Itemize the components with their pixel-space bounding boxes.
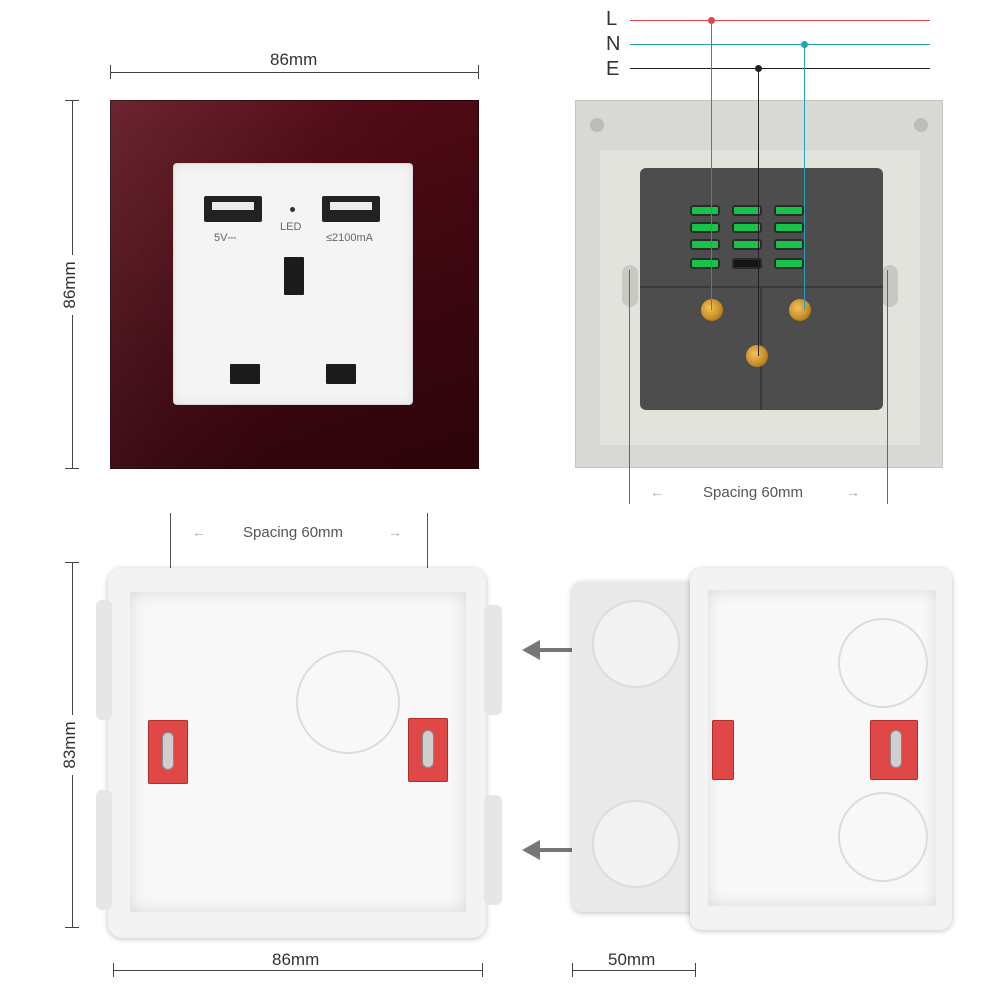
mount-hole-icon bbox=[914, 118, 928, 132]
live-pin-slot bbox=[230, 364, 260, 384]
dim-tick bbox=[110, 65, 111, 79]
back-spacing-label: Spacing 60mm bbox=[703, 484, 804, 501]
box-depth-label: 50mm bbox=[604, 950, 660, 970]
side-knockout bbox=[96, 790, 112, 910]
dim-tick bbox=[65, 468, 79, 469]
terminal-screw-l-icon[interactable] bbox=[701, 299, 723, 321]
dim-tick bbox=[478, 65, 479, 79]
side-knockout bbox=[96, 600, 112, 720]
bracket-slot bbox=[422, 730, 434, 768]
vent-slot bbox=[774, 239, 804, 250]
dim-tick bbox=[65, 100, 79, 101]
side-knockout bbox=[484, 795, 502, 905]
box-width-label: 86mm bbox=[268, 950, 324, 970]
vent-slot bbox=[732, 258, 762, 269]
wire-label-l: L bbox=[606, 8, 618, 30]
arrow-left-icon: ← bbox=[192, 524, 206, 540]
conduit-knockout bbox=[592, 800, 680, 888]
spacing-guide-right bbox=[887, 270, 888, 504]
usb-port-right[interactable] bbox=[322, 196, 380, 222]
vent-slot bbox=[690, 239, 720, 250]
usb-port-left[interactable] bbox=[204, 196, 262, 222]
spacing-guide-left bbox=[629, 270, 630, 504]
led-label: LED bbox=[280, 221, 302, 233]
panel-width-label: 86mm bbox=[266, 50, 322, 70]
arrow-left-icon bbox=[522, 640, 540, 660]
dim-tick bbox=[65, 562, 79, 563]
screw-bracket-right[interactable] bbox=[408, 718, 448, 782]
wire-e-horizontal bbox=[630, 68, 930, 69]
conduit-knockout bbox=[592, 600, 680, 688]
screw-bracket-left[interactable] bbox=[148, 720, 188, 784]
vent-slot bbox=[690, 222, 720, 233]
panel-height-label: 86mm bbox=[60, 255, 80, 315]
vent-slot bbox=[690, 258, 720, 269]
usb-port-inner bbox=[330, 202, 372, 210]
arrow-shaft bbox=[538, 848, 604, 852]
vent-slot bbox=[732, 205, 762, 216]
wire-l-vertical bbox=[711, 20, 712, 310]
knockout-circle bbox=[838, 792, 928, 882]
dim-line-box-width bbox=[113, 970, 483, 971]
arrow-left-icon bbox=[522, 840, 540, 860]
dim-line-top bbox=[110, 72, 479, 73]
wire-l-horizontal bbox=[630, 20, 930, 21]
vent-slot bbox=[732, 239, 762, 250]
dim-tick bbox=[572, 963, 573, 977]
vent-slot bbox=[774, 205, 804, 216]
wire-label-n: N bbox=[606, 33, 621, 55]
vent-slot bbox=[774, 222, 804, 233]
neutral-pin-slot bbox=[326, 364, 356, 384]
bracket-slot bbox=[162, 732, 174, 770]
usb-right-label: ≤2100mA bbox=[326, 232, 374, 244]
wire-junction-e-icon bbox=[755, 65, 762, 72]
wire-junction-n-icon bbox=[801, 41, 808, 48]
arrow-left-icon: ← bbox=[650, 484, 664, 500]
wire-n-vertical bbox=[804, 44, 805, 310]
wire-label-e: E bbox=[606, 58, 620, 80]
vent-slot bbox=[690, 205, 720, 216]
screw-bracket-left[interactable] bbox=[712, 720, 734, 780]
mount-slot bbox=[622, 265, 638, 307]
bracket-slot bbox=[890, 730, 902, 768]
knockout-circle bbox=[838, 618, 928, 708]
arrow-right-icon: → bbox=[846, 484, 860, 500]
terminal-screw-e-icon[interactable] bbox=[746, 345, 768, 367]
screw-bracket-right[interactable] bbox=[870, 720, 918, 780]
box-height-label: 83mm bbox=[60, 715, 80, 775]
dim-line-box-depth bbox=[572, 970, 696, 971]
dim-tick bbox=[65, 927, 79, 928]
socket-module: 5V⎓ LED ≤2100mA bbox=[174, 164, 412, 404]
earth-pin-slot bbox=[284, 257, 304, 295]
wire-n-horizontal bbox=[630, 44, 930, 45]
arrow-right-icon: → bbox=[388, 524, 402, 540]
vent-slot bbox=[774, 258, 804, 269]
dim-tick bbox=[695, 963, 696, 977]
box-spacing-label: Spacing 60mm bbox=[243, 524, 344, 541]
mount-slot bbox=[882, 265, 898, 307]
knockout-circle bbox=[296, 650, 400, 754]
wire-e-vertical bbox=[758, 68, 759, 356]
terminal-screw-n-icon[interactable] bbox=[789, 299, 811, 321]
arrow-shaft bbox=[538, 648, 604, 652]
dim-tick bbox=[113, 963, 114, 977]
vent-slot bbox=[732, 222, 762, 233]
side-knockout bbox=[484, 605, 502, 715]
usb-port-inner bbox=[212, 202, 254, 210]
terminal-block bbox=[640, 168, 883, 410]
mount-hole-icon bbox=[590, 118, 604, 132]
led-indicator-icon bbox=[290, 207, 295, 212]
usb-left-label: 5V⎓ bbox=[214, 232, 237, 244]
wire-junction-l-icon bbox=[708, 17, 715, 24]
dim-tick bbox=[482, 963, 483, 977]
